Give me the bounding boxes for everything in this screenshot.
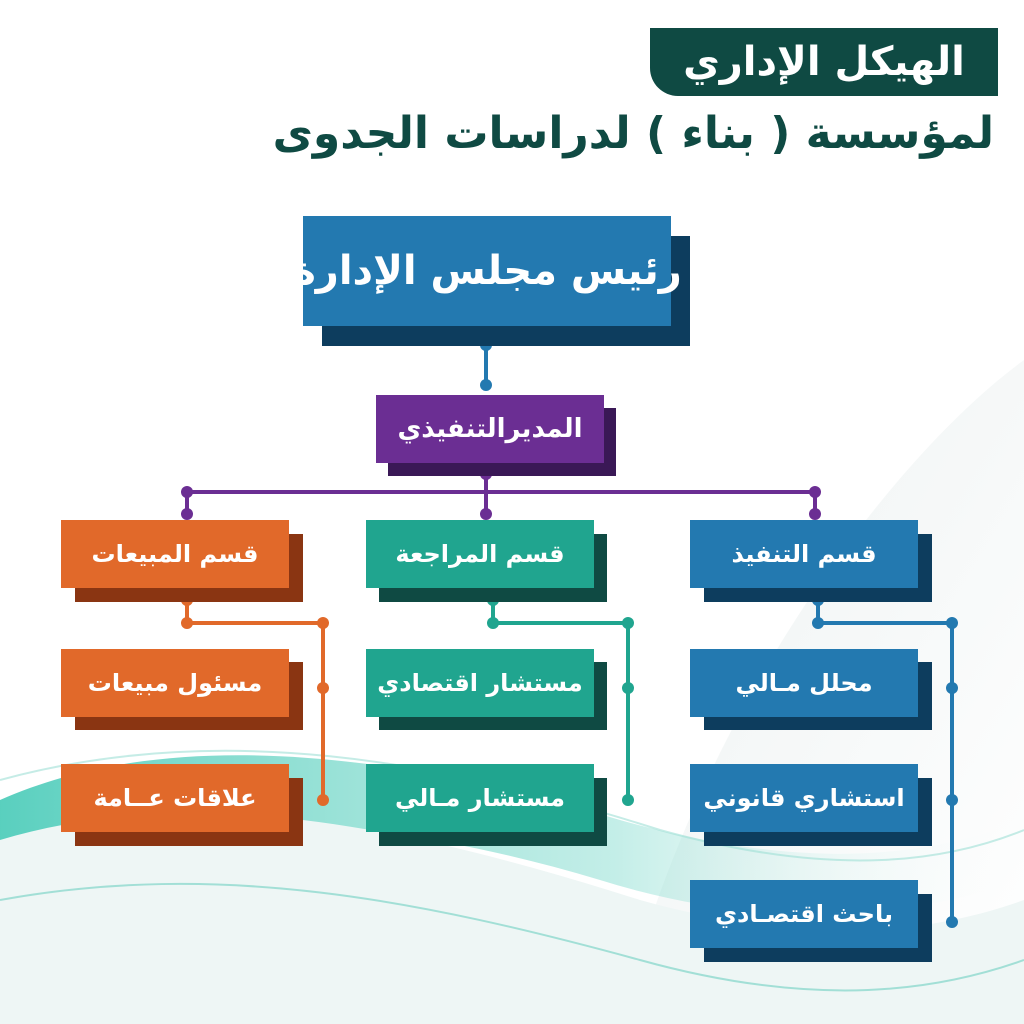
execution-dept-box: قسم التنفيذ	[690, 520, 918, 588]
title-banner: الهيكل الإداري	[650, 28, 998, 96]
review-child-box: مستشار اقتصادي	[366, 649, 594, 717]
chairman-box: رئيس مجلس الإدارة	[292, 216, 682, 326]
executive-director-label: المديرالتنفيذي	[397, 414, 583, 444]
execution-child-label: محلل مـالي	[735, 669, 873, 697]
executive-director-box: المديرالتنفيذي	[376, 395, 604, 463]
execution-child-label: استشاري قانوني	[703, 784, 905, 812]
sales-child-label: مسئول مبيعات	[87, 669, 263, 697]
page-title: الهيكل الإداري	[683, 39, 965, 85]
chairman-label: رئيس مجلس الإدارة	[292, 248, 682, 294]
sales-child-box: علاقات عــامة	[61, 764, 289, 832]
sales-child-label: علاقات عــامة	[93, 784, 257, 812]
sales-child-box: مسئول مبيعات	[61, 649, 289, 717]
review-child-box: مستشار مـالي	[366, 764, 594, 832]
review-dept-box: قسم المراجعة	[366, 520, 594, 588]
execution-child-label: باحث اقتصـادي	[715, 900, 893, 928]
execution-child-box: استشاري قانوني	[690, 764, 918, 832]
sales-dept-box: قسم المبيعات	[61, 520, 289, 588]
review-child-label: مستشار اقتصادي	[377, 669, 583, 697]
review-dept-label: قسم المراجعة	[395, 540, 565, 568]
execution-dept-label: قسم التنفيذ	[731, 540, 877, 568]
execution-child-box: محلل مـالي	[690, 649, 918, 717]
page-subtitle: لمؤسسة ( بناء ) لدراسات الجدوى	[272, 108, 994, 159]
execution-child-box: باحث اقتصـادي	[690, 880, 918, 948]
sales-dept-label: قسم المبيعات	[91, 540, 259, 568]
review-child-label: مستشار مـالي	[394, 784, 566, 812]
